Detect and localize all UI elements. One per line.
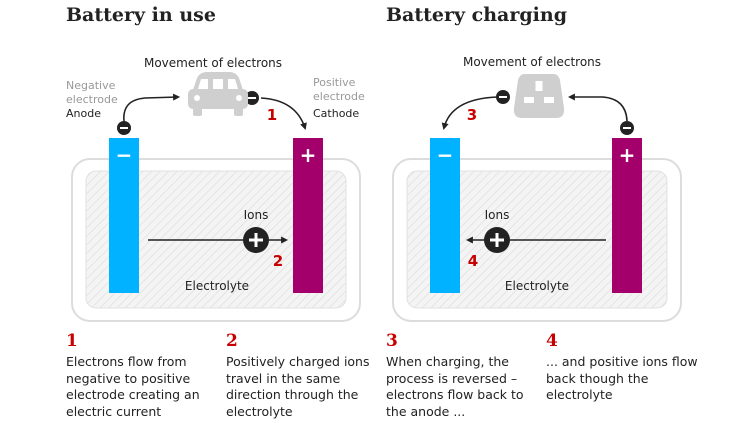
note-number: 2	[226, 331, 238, 351]
minus-circle-icon	[496, 90, 510, 104]
note-1: 1 Electrons flow from negative to positi…	[66, 331, 218, 420]
note-number: 1	[66, 331, 78, 351]
electron-arrow-in	[123, 93, 181, 122]
note-number: 3	[386, 331, 398, 351]
marker-3: 3	[467, 106, 477, 124]
cathode-label: Cathode	[313, 107, 359, 120]
marker-2: 2	[273, 252, 283, 270]
plus-circle-icon	[243, 227, 269, 253]
car-icon	[188, 72, 248, 116]
in-use-panel: − + Movement of electrons Negative ele	[66, 56, 365, 322]
ions-label: Ions	[485, 208, 510, 222]
electron-arrow-out	[441, 96, 498, 131]
plus-circle-icon	[484, 227, 510, 253]
negative-electrode-label-line1: Negative	[66, 79, 116, 92]
anode-label: Anode	[66, 107, 101, 120]
note-text: When charging, the process is reversed –…	[386, 354, 524, 419]
electron-arrow-in	[567, 93, 628, 122]
note-4: 4 ... and positive ions flow back though…	[546, 331, 698, 404]
battery-diagram: − + Movement of electrons Negative ele	[66, 55, 682, 322]
note-text: Positively charged ions travel in the sa…	[226, 354, 370, 419]
marker-4: 4	[468, 252, 478, 270]
negative-electrode-label-line2: electrode	[66, 93, 118, 106]
positive-electrode-label-line1: Positive	[313, 76, 356, 89]
electron-arrow-out	[260, 97, 307, 130]
electrolyte-label: Electrolyte	[185, 279, 249, 293]
ions-label: Ions	[244, 208, 269, 222]
positive-electrode-label: Positive electrode	[313, 76, 365, 103]
negative-sign: −	[116, 143, 133, 167]
negative-electrode-label: Negative electrode	[66, 79, 119, 106]
note-3: 3 When charging, the process is reversed…	[386, 331, 538, 420]
marker-1: 1	[267, 106, 277, 124]
note-text: ... and positive ions flow back though t…	[546, 354, 698, 402]
in-use-title: Battery in use	[66, 4, 216, 26]
electrolyte-label: Electrolyte	[505, 279, 569, 293]
charging-panel: − + Movement of electrons 3	[392, 55, 682, 322]
movement-of-electrons-label: Movement of electrons	[463, 55, 601, 69]
positive-sign: +	[300, 143, 317, 167]
movement-of-electrons-label: Movement of electrons	[144, 56, 282, 70]
positive-electrode	[612, 138, 642, 293]
positive-sign: +	[619, 143, 636, 167]
note-text: Electrons flow from negative to positive…	[66, 354, 200, 419]
positive-electrode	[293, 138, 323, 293]
plug-icon	[513, 74, 565, 118]
note-2: 2 Positively charged ions travel in the …	[226, 331, 378, 420]
minus-circle-icon	[245, 91, 259, 105]
positive-electrode-label-line2: electrode	[313, 90, 365, 103]
charging-title: Battery charging	[386, 4, 567, 26]
negative-electrode	[430, 138, 460, 293]
negative-electrode	[109, 138, 139, 293]
minus-circle-icon	[620, 121, 634, 135]
minus-circle-icon	[117, 121, 131, 135]
negative-sign: −	[437, 143, 454, 167]
note-number: 4	[546, 331, 558, 351]
